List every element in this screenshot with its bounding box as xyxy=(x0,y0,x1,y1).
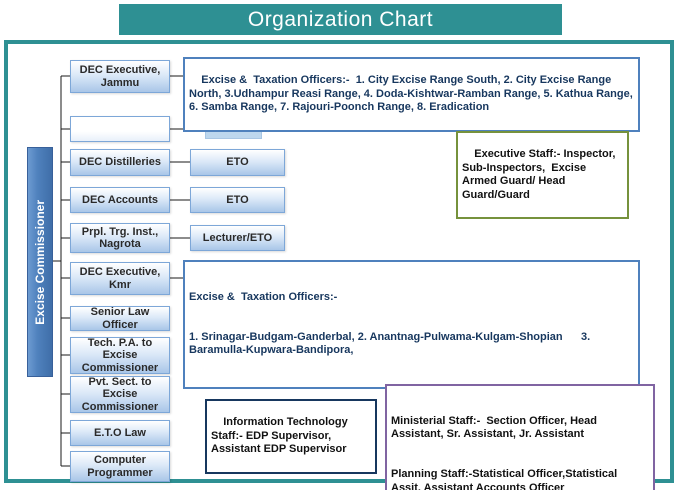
box-distilleries-eto: ETO xyxy=(190,149,285,176)
box-label: Computer Programmer xyxy=(87,454,153,479)
box-dec-accounts: DEC Accounts xyxy=(70,187,170,213)
box-accounts-eto: ETO xyxy=(190,187,285,213)
jammu-officers-text: Excise & Taxation Officers:- 1. City Exc… xyxy=(189,74,636,114)
box-label: E.T.O Law xyxy=(94,426,146,439)
planning-staff-text: Planning Staff:-Statistical Officer,Stat… xyxy=(391,468,620,490)
box-tech-pa: Tech. P.A. to Excise Commissioner xyxy=(70,337,170,374)
box-dec-executive-jammu: DEC Executive, Jammu xyxy=(70,60,170,93)
excise-commissioner-label: Excise Commissioner xyxy=(33,199,47,325)
box-label: Tech. P.A. to Excise Commissioner xyxy=(81,337,159,374)
box-dec-distilleries: DEC Distilleries xyxy=(70,149,170,176)
box-label: Prpl. Trg. Inst., Nagrota xyxy=(81,225,159,250)
box-label: Lecturer/ETO xyxy=(202,231,273,244)
box-prpl-trg-inst-nagrota: Prpl. Trg. Inst., Nagrota xyxy=(70,223,170,253)
box-label: DEC Executive, Jammu xyxy=(79,64,161,89)
box-label: ETO xyxy=(226,193,249,206)
box-senior-law-officer: Senior Law Officer xyxy=(70,306,170,331)
page-title: Organization Chart xyxy=(119,4,562,35)
box-label: DEC Distilleries xyxy=(79,156,161,169)
executive-staff-textbox: Executive Staff:- Inspector, Sub-Inspect… xyxy=(456,131,629,220)
excise-commissioner-box: Excise Commissioner xyxy=(27,147,53,377)
box-dec-executive-kmr: DEC Executive, Kmr xyxy=(70,262,170,295)
box-computer-programmer: Computer Programmer xyxy=(70,451,170,482)
box-label: DEC Executive, Kmr xyxy=(79,266,161,291)
kmr-officers-list: 1. Srinagar-Budgam-Ganderbal, 2. Anantna… xyxy=(189,331,594,357)
box-eto-law: E.T.O Law xyxy=(70,420,170,446)
box-label: Pvt. Sect. to Excise Commissioner xyxy=(81,376,159,413)
box-nagrota-lecturer-eto: Lecturer/ETO xyxy=(190,225,285,251)
it-staff-textbox: Information Technology Staff:- EDP Super… xyxy=(205,399,377,475)
ministerial-staff-text: Ministerial Staff:- Section Officer, Hea… xyxy=(391,414,600,441)
it-staff-text: Information Technology Staff:- EDP Super… xyxy=(211,416,351,456)
executive-staff-text: Executive Staff:- Inspector, Sub-Inspect… xyxy=(462,148,619,201)
box-label: ETO xyxy=(226,156,249,169)
box-unlabeled xyxy=(70,116,170,142)
box-label: DEC Accounts xyxy=(82,193,158,206)
kmr-officers-heading: Excise & Taxation Officers:- xyxy=(189,290,338,303)
jammu-officers-textbox: Excise & Taxation Officers:- 1. City Exc… xyxy=(183,57,640,133)
ministerial-staff-textbox: Ministerial Staff:- Section Officer, Hea… xyxy=(385,384,655,490)
box-label: Senior Law Officer xyxy=(90,306,150,331)
box-pvt-sect: Pvt. Sect. to Excise Commissioner xyxy=(70,376,170,413)
kmr-officers-textbox: Excise & Taxation Officers:- 1. Srinagar… xyxy=(183,260,640,389)
page-title-text: Organization Chart xyxy=(247,7,434,31)
